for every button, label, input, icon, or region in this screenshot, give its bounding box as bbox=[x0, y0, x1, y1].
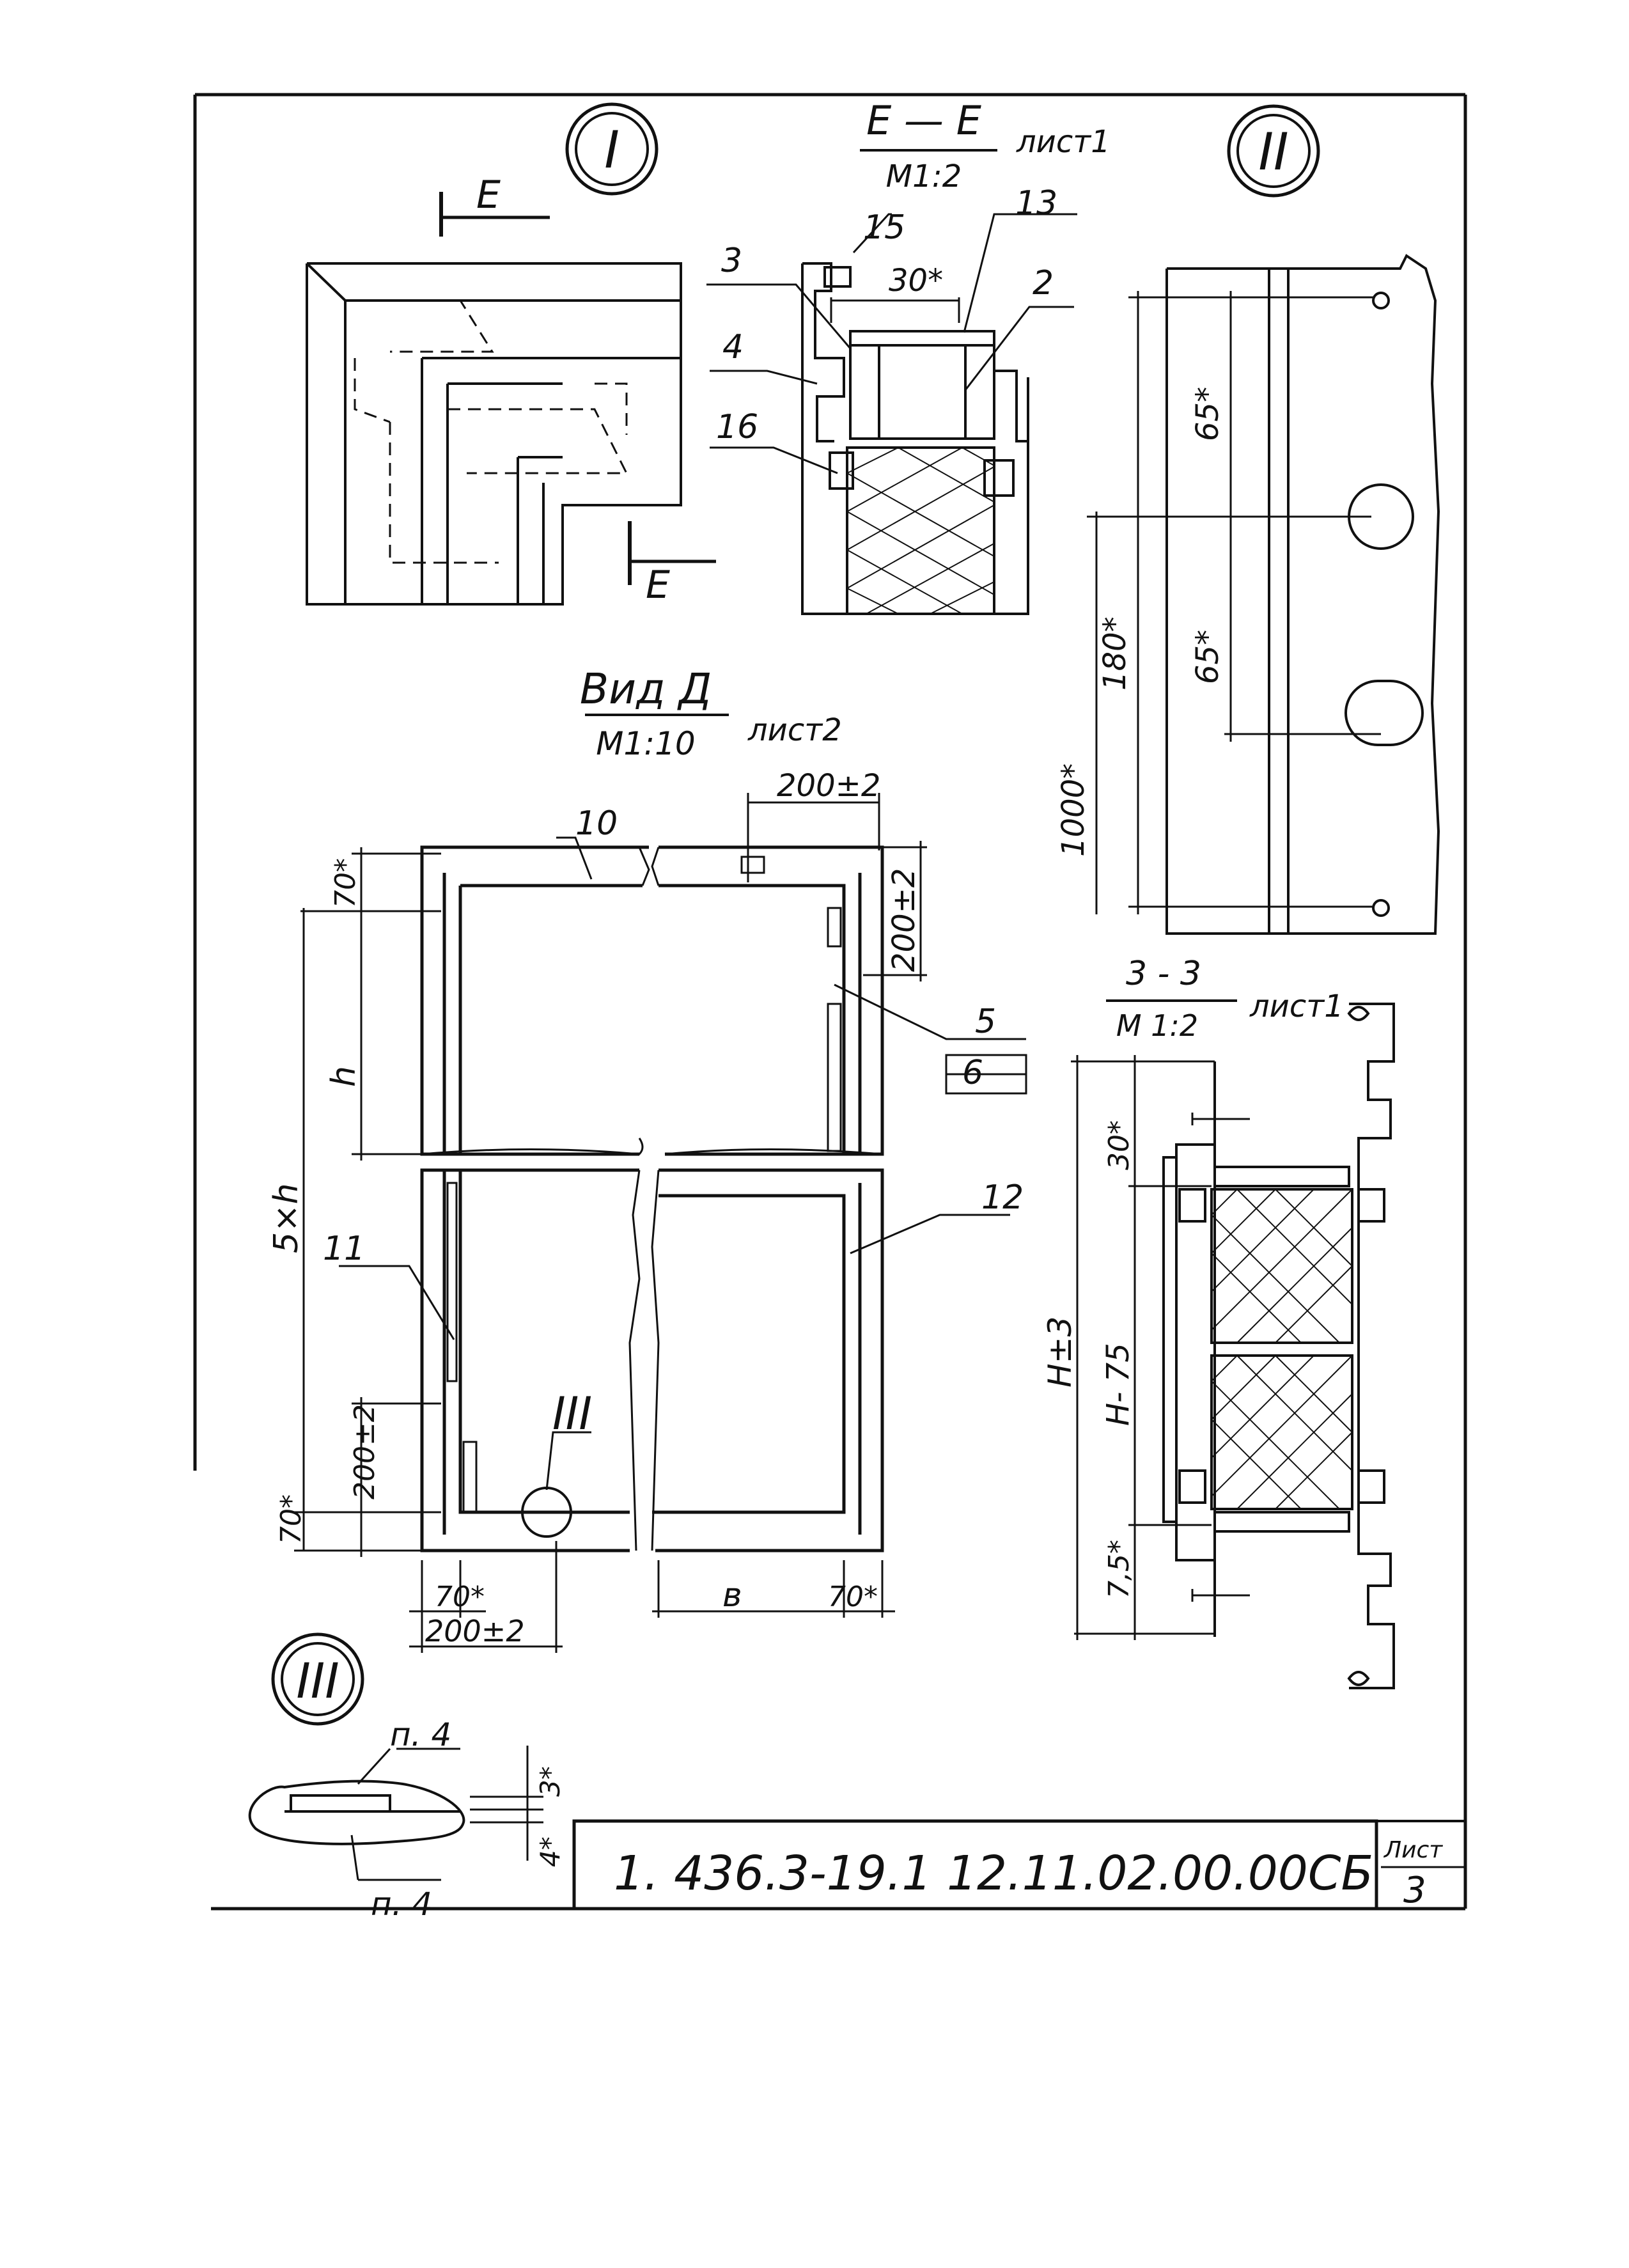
view-d-sheet-ref: лист2 bbox=[747, 712, 842, 748]
dim-200-bottom: 200±2 bbox=[425, 1614, 525, 1648]
view-d-frames bbox=[420, 845, 884, 1552]
dim-7-5: 7,5* bbox=[1103, 1540, 1135, 1599]
detail-3-weld bbox=[248, 1746, 543, 1881]
section-33-profile bbox=[1071, 1003, 1395, 1689]
dim-5xh: 5×h bbox=[267, 1183, 306, 1253]
dim-70-bottom-left: 70* bbox=[435, 1581, 485, 1613]
view-d-labels: 10 200±2 200±2 70* h 5 6 5×h 11 12 III 2… bbox=[267, 768, 1024, 1648]
view-d-leaders bbox=[294, 793, 1027, 1653]
section-33-dims: 30* Н±3 Н- 75 7,5* bbox=[1041, 1120, 1136, 1599]
dim-30-33: 30* bbox=[1103, 1120, 1135, 1170]
detail-2-dims: 65* 65* 180* 1000* bbox=[1056, 387, 1226, 857]
dim-70-bottom-right: 70* bbox=[828, 1581, 878, 1613]
title-block: 1. 436.3-19.1 12.11.02.00.00СБ Лист 3 bbox=[572, 1819, 1465, 1911]
dim-180: 180* bbox=[1097, 616, 1133, 691]
sheet-number: 3 bbox=[1403, 1870, 1426, 1911]
detail-mark-1-label: I bbox=[604, 120, 620, 180]
section-33-sheet-ref: лист1 bbox=[1249, 989, 1344, 1024]
dim-200-top: 200±2 bbox=[777, 768, 880, 804]
callout-12: 12 bbox=[981, 1178, 1024, 1217]
dim-65-top: 65* bbox=[1190, 387, 1226, 441]
section-ee-sheet-ref: лист1 bbox=[1016, 124, 1111, 160]
detail-2-strip bbox=[1087, 254, 1440, 935]
callout-16: 16 bbox=[716, 408, 758, 446]
sheet-label: Лист bbox=[1383, 1837, 1443, 1863]
detail-3-p4-top: п. 4 bbox=[390, 1716, 451, 1753]
callout-6: 6 bbox=[962, 1054, 983, 1092]
dim-200-right: 200±2 bbox=[886, 868, 922, 972]
dim-70-top: 70* bbox=[329, 858, 362, 908]
view-d-header: Вид Д М1:10 лист2 bbox=[580, 664, 842, 762]
callout-2: 2 bbox=[1033, 264, 1054, 302]
drawing-code: 1. 436.3-19.1 12.11.02.00.00СБ bbox=[614, 1846, 1373, 1901]
section-33-scale: М 1:2 bbox=[1116, 1008, 1198, 1043]
dim-70-left: 70* bbox=[275, 1494, 308, 1544]
dim-h-minus-75: Н- 75 bbox=[1100, 1343, 1136, 1426]
section-ee-header: Е — Е М1:2 лист1 bbox=[860, 97, 1111, 194]
callout-11: 11 bbox=[323, 1230, 365, 1268]
detail-3-p4-bottom: п. 4 bbox=[371, 1886, 432, 1923]
callout-15: 15 bbox=[863, 208, 905, 247]
view-d-title: Вид Д bbox=[580, 664, 712, 714]
callout-5: 5 bbox=[975, 1003, 996, 1041]
dim-3: 3* bbox=[534, 1766, 566, 1797]
detail-mark-2: II bbox=[1227, 104, 1320, 198]
dim-4: 4* bbox=[534, 1836, 566, 1867]
callout-10: 10 bbox=[575, 804, 618, 843]
dim-200-left: 200±2 bbox=[348, 1404, 381, 1499]
section-ee-callouts: 15 30* 13 3 2 4 16 bbox=[716, 184, 1057, 446]
dim-h-tol: Н±3 bbox=[1041, 1317, 1079, 1388]
callout-13: 13 bbox=[1015, 184, 1057, 223]
section-ee-profile bbox=[706, 213, 1077, 615]
detail-mark-3: III bbox=[271, 1632, 364, 1726]
detail-mark-1: I bbox=[565, 102, 659, 196]
dim-1000: 1000* bbox=[1056, 763, 1091, 857]
cut-letter-bottom: Е bbox=[646, 563, 670, 607]
callout-3: 3 bbox=[721, 242, 742, 280]
dim-h: h bbox=[325, 1066, 363, 1087]
section-33-title: 3 - 3 bbox=[1126, 955, 1201, 993]
detail-mark-2-label: II bbox=[1258, 122, 1288, 182]
dim-b: в bbox=[722, 1576, 742, 1615]
dim-65-mid: 65* bbox=[1190, 630, 1226, 684]
section-ee-scale: М1:2 bbox=[886, 159, 962, 194]
callout-4: 4 bbox=[722, 328, 744, 366]
detail-ref-3: III bbox=[552, 1388, 592, 1440]
section-33-header: 3 - 3 М 1:2 лист1 bbox=[1106, 955, 1344, 1043]
detail-mark-3-label: III bbox=[296, 1652, 339, 1709]
detail-3-labels: п. 4 п. 4 3* 4* bbox=[371, 1716, 566, 1923]
dim-30-ee: 30* bbox=[889, 263, 943, 299]
view-d-scale: М1:10 bbox=[596, 725, 695, 762]
detail-1-corner bbox=[306, 192, 716, 606]
section-ee-title: Е — Е bbox=[866, 97, 982, 144]
cut-letter-top: Е bbox=[476, 173, 501, 217]
